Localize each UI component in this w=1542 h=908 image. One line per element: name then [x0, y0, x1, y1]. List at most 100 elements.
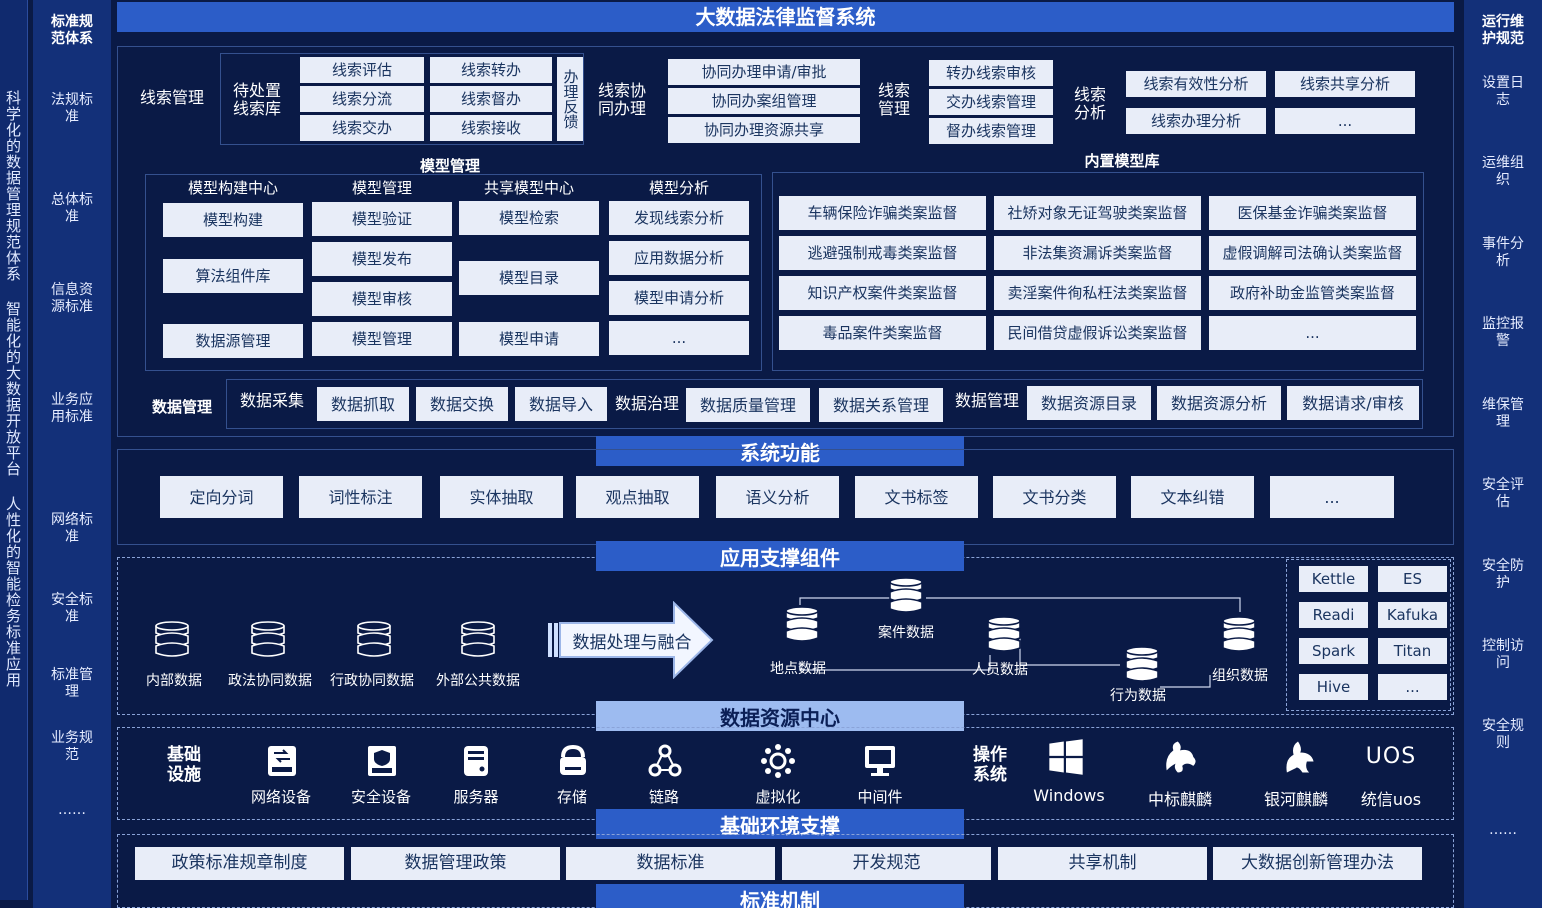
- system-function-box[interactable]: 观点抽取: [576, 476, 699, 518]
- system-function-box[interactable]: 文书分类: [993, 476, 1116, 518]
- model-share-box[interactable]: 模型目录: [459, 261, 599, 295]
- model-share-box[interactable]: 模型检索: [459, 201, 599, 235]
- model-build-box[interactable]: 模型构建: [163, 203, 303, 237]
- data-manage-box[interactable]: 数据资源分析: [1157, 386, 1281, 420]
- maintenance-item[interactable]: 运维组织: [1482, 155, 1524, 188]
- standard-box[interactable]: 政策标准规章制度: [135, 847, 344, 880]
- model-manage-box[interactable]: 模型审核: [312, 282, 452, 316]
- clue-action-box[interactable]: 线索督办: [430, 86, 552, 112]
- standard-box[interactable]: 数据标准: [566, 847, 775, 880]
- system-function-box[interactable]: 词性标注: [299, 476, 422, 518]
- maintenance-item[interactable]: 安全防护: [1482, 558, 1524, 591]
- clue-action-box[interactable]: 线索转办: [430, 57, 552, 83]
- coop-item-box[interactable]: 协同办案组管理: [668, 88, 860, 114]
- builtin-model-box[interactable]: 医保基金诈骗类案监督: [1209, 196, 1416, 230]
- system-function-box[interactable]: ...: [1270, 476, 1394, 518]
- data-collect-box[interactable]: 数据交换: [416, 387, 508, 421]
- clue-analysis-box[interactable]: ...: [1275, 108, 1415, 134]
- data-govern-box[interactable]: 数据质量管理: [686, 388, 810, 422]
- model-manage-box[interactable]: 模型发布: [312, 242, 452, 276]
- maintenance-item[interactable]: ……: [1489, 822, 1517, 838]
- clue-action-box[interactable]: 线索接收: [430, 115, 552, 141]
- builtin-model-box[interactable]: 车辆保险诈骗类案监督: [779, 196, 986, 230]
- model-analysis-box[interactable]: 模型申请分析: [609, 281, 749, 315]
- standard-box[interactable]: 大数据创新管理办法: [1213, 847, 1422, 880]
- model-analysis-box[interactable]: 应用数据分析: [609, 241, 749, 275]
- maintenance-item[interactable]: 安全规则: [1482, 718, 1524, 751]
- builtin-model-box[interactable]: 逃避强制戒毒类案监督: [779, 236, 986, 270]
- clue-action-box[interactable]: 线索评估: [300, 57, 424, 83]
- data-collect-box[interactable]: 数据导入: [515, 387, 607, 421]
- tool-box[interactable]: Kettle: [1299, 566, 1368, 592]
- model-analysis-box[interactable]: 发现线索分析: [609, 201, 749, 235]
- standard-item[interactable]: 总体标准: [51, 192, 93, 225]
- standard-item[interactable]: 业务规范: [51, 730, 93, 763]
- standard-item[interactable]: 法规标准: [51, 92, 93, 125]
- clue-mgmt-item-box[interactable]: 交办线索管理: [929, 89, 1053, 115]
- security-device-icon: [368, 746, 396, 776]
- clue-action-box[interactable]: 线索分流: [300, 86, 424, 112]
- data-manage-box[interactable]: 数据资源目录: [1027, 386, 1151, 420]
- coop-item-box[interactable]: 协同办理申请/审批: [668, 59, 860, 85]
- builtin-model-box[interactable]: 知识产权案件类案监督: [779, 276, 986, 310]
- standard-item[interactable]: 信息资源标准: [51, 282, 93, 315]
- pending-clue-label: 待处置线索库: [232, 81, 281, 118]
- model-share-box[interactable]: 模型申请: [459, 322, 599, 356]
- data-node-label: 组织数据: [1212, 668, 1268, 684]
- clue-analysis-box[interactable]: 线索办理分析: [1126, 108, 1266, 134]
- tool-box[interactable]: Readi: [1299, 602, 1368, 628]
- system-function-box[interactable]: 文本纠错: [1131, 476, 1254, 518]
- standard-item[interactable]: 标准管理: [51, 667, 93, 700]
- model-analysis-box[interactable]: ...: [609, 321, 749, 355]
- feedback-box[interactable]: 办理反馈: [557, 57, 583, 141]
- tool-box[interactable]: Titan: [1378, 638, 1447, 664]
- tool-box[interactable]: ...: [1378, 674, 1447, 700]
- maintenance-item[interactable]: 安全评估: [1482, 477, 1524, 510]
- model-build-box[interactable]: 数据源管理: [163, 324, 303, 358]
- tool-box[interactable]: Kafuka: [1378, 602, 1447, 628]
- builtin-model-box[interactable]: 社矫对象无证驾驶类案监督: [994, 196, 1201, 230]
- builtin-model-box[interactable]: 民间借贷虚假诉讼类案监督: [994, 316, 1201, 350]
- standard-item[interactable]: 业务应用标准: [51, 392, 93, 425]
- clue-analysis-box[interactable]: 线索有效性分析: [1126, 71, 1266, 97]
- standard-item[interactable]: ……: [58, 802, 86, 818]
- clue-mgmt2-label: 线索管理: [877, 81, 910, 118]
- model-build-box[interactable]: 算法组件库: [163, 259, 303, 293]
- data-mgmt-title: 数据管理: [151, 398, 212, 416]
- coop-item-box[interactable]: 协同办理资源共享: [668, 117, 860, 143]
- system-function-box[interactable]: 定向分词: [160, 476, 283, 518]
- tool-box[interactable]: Hive: [1299, 674, 1368, 700]
- builtin-model-box[interactable]: 虚假调解司法确认类案监督: [1209, 236, 1416, 270]
- standard-box[interactable]: 开发规范: [782, 847, 991, 880]
- standard-box[interactable]: 共享机制: [998, 847, 1207, 880]
- builtin-model-box[interactable]: 非法集资漏诉类案监督: [994, 236, 1201, 270]
- builtin-model-box[interactable]: 政府补助金监管类案监督: [1209, 276, 1416, 310]
- data-manage-box[interactable]: 数据请求/审核: [1287, 386, 1419, 420]
- builtin-model-box[interactable]: 卖淫案件徇私枉法类案监督: [994, 276, 1201, 310]
- maintenance-item[interactable]: 设置日志: [1482, 75, 1524, 108]
- clue-action-box[interactable]: 线索交办: [300, 115, 424, 141]
- tool-box[interactable]: ES: [1378, 566, 1447, 592]
- model-manage-box[interactable]: 模型管理: [312, 322, 452, 356]
- maintenance-column: 运行维护规范 设置日志运维组织事件分析监控报警维保管理安全评估安全防护控制访问安…: [1464, 0, 1542, 908]
- data-govern-box[interactable]: 数据关系管理: [819, 388, 943, 422]
- clue-analysis-box[interactable]: 线索共享分析: [1275, 71, 1415, 97]
- standard-box[interactable]: 数据管理政策: [351, 847, 560, 880]
- builtin-model-box[interactable]: ...: [1209, 316, 1416, 350]
- maintenance-item[interactable]: 维保管理: [1482, 397, 1524, 430]
- tool-box[interactable]: Spark: [1299, 638, 1368, 664]
- clue-mgmt-item-box[interactable]: 督办线索管理: [929, 118, 1053, 144]
- maintenance-item[interactable]: 监控报警: [1482, 316, 1524, 349]
- builtin-model-box[interactable]: 毒品案件类案监督: [779, 316, 986, 350]
- standard-item[interactable]: 网络标准: [51, 512, 93, 545]
- data-node-label: 行为数据: [1110, 688, 1166, 704]
- model-manage-box[interactable]: 模型验证: [312, 202, 452, 236]
- maintenance-item[interactable]: 事件分析: [1482, 236, 1524, 269]
- system-function-box[interactable]: 文书标签: [855, 476, 978, 518]
- standard-item[interactable]: 安全标准: [51, 592, 93, 625]
- data-collect-box[interactable]: 数据抓取: [317, 387, 409, 421]
- system-function-box[interactable]: 语义分析: [716, 476, 839, 518]
- maintenance-item[interactable]: 控制访问: [1482, 638, 1524, 671]
- clue-mgmt-item-box[interactable]: 转办线索审核: [929, 60, 1053, 86]
- system-function-box[interactable]: 实体抽取: [440, 476, 563, 518]
